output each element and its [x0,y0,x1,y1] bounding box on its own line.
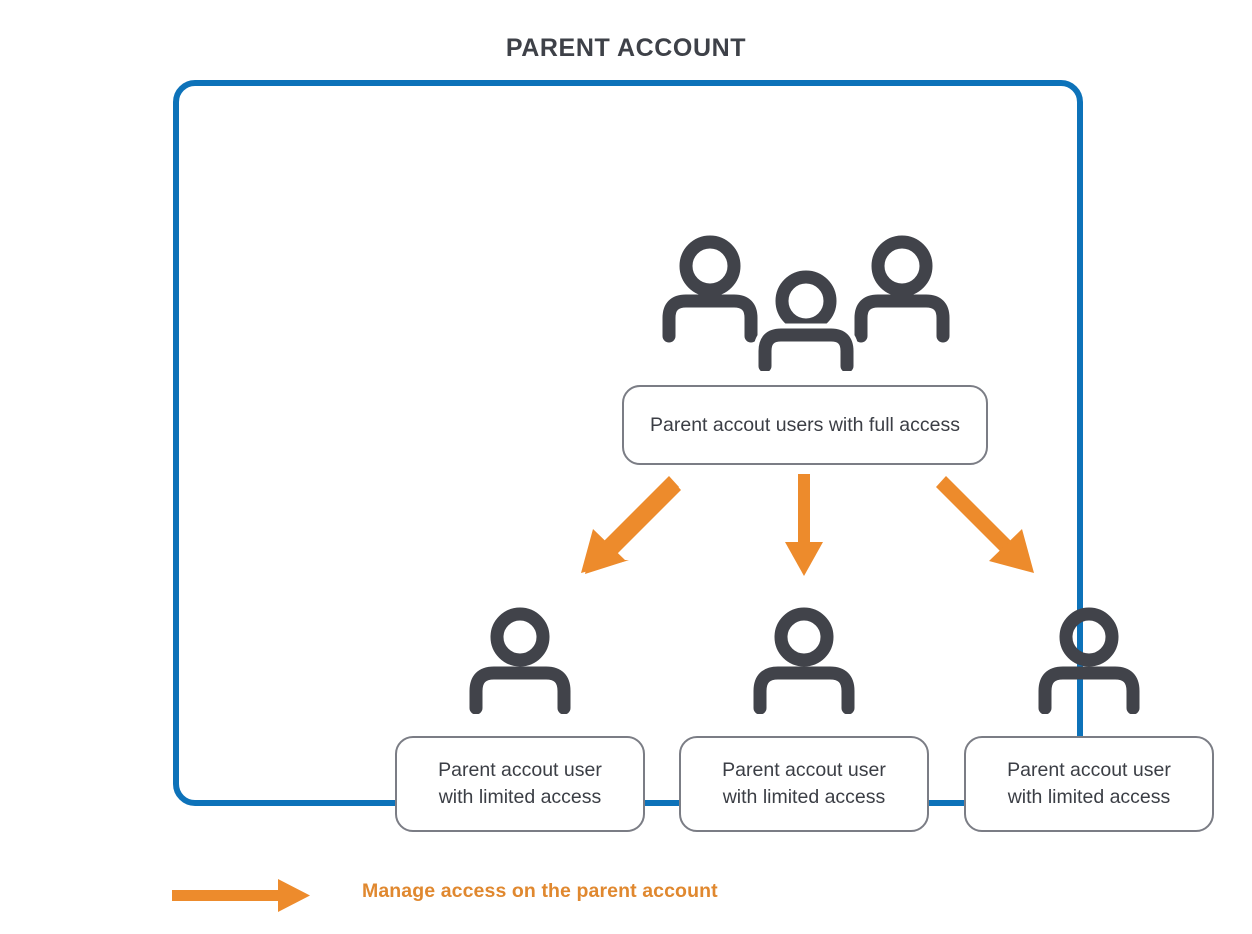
parent-account-container: Parent accout users with full access [173,80,1214,832]
limited-access-label-box: Parent accout user with limited access [395,736,645,832]
arrow-right-icon [172,879,310,912]
page-title: PARENT ACCOUNT [505,34,747,62]
person-icon [753,607,855,714]
legend: Manage access on the parent account [172,866,872,922]
limited-access-label-text: Parent accout user with limited access [438,757,602,811]
limited-access-line-1: Parent accout user [438,759,602,781]
limited-access-line-2: with limited access [722,786,886,808]
limited-access-label-text: Parent accout user with limited access [722,757,886,811]
limited-access-label-text: Parent accout user with limited access [1007,757,1171,811]
person-icon [1038,607,1140,714]
limited-access-line-2: with limited access [1007,786,1171,808]
limited-access-label-box: Parent accout user with limited access [679,736,929,832]
limited-access-line-1: Parent accout user [722,759,886,781]
limited-access-line-2: with limited access [438,786,602,808]
arrow-down-icon [785,474,823,576]
arrow-down-left-icon [581,476,681,574]
group-of-three-people-icon [662,235,950,371]
person-icon [469,607,571,714]
full-access-label-box: Parent accout users with full access [622,385,988,465]
arrow-down-right-icon [936,476,1034,573]
limited-access-label-box: Parent accout user with limited access [964,736,1214,832]
full-access-label-text: Parent accout users with full access [650,413,960,436]
legend-label: Manage access on the parent account [362,880,718,902]
limited-access-line-1: Parent accout user [1007,759,1171,781]
